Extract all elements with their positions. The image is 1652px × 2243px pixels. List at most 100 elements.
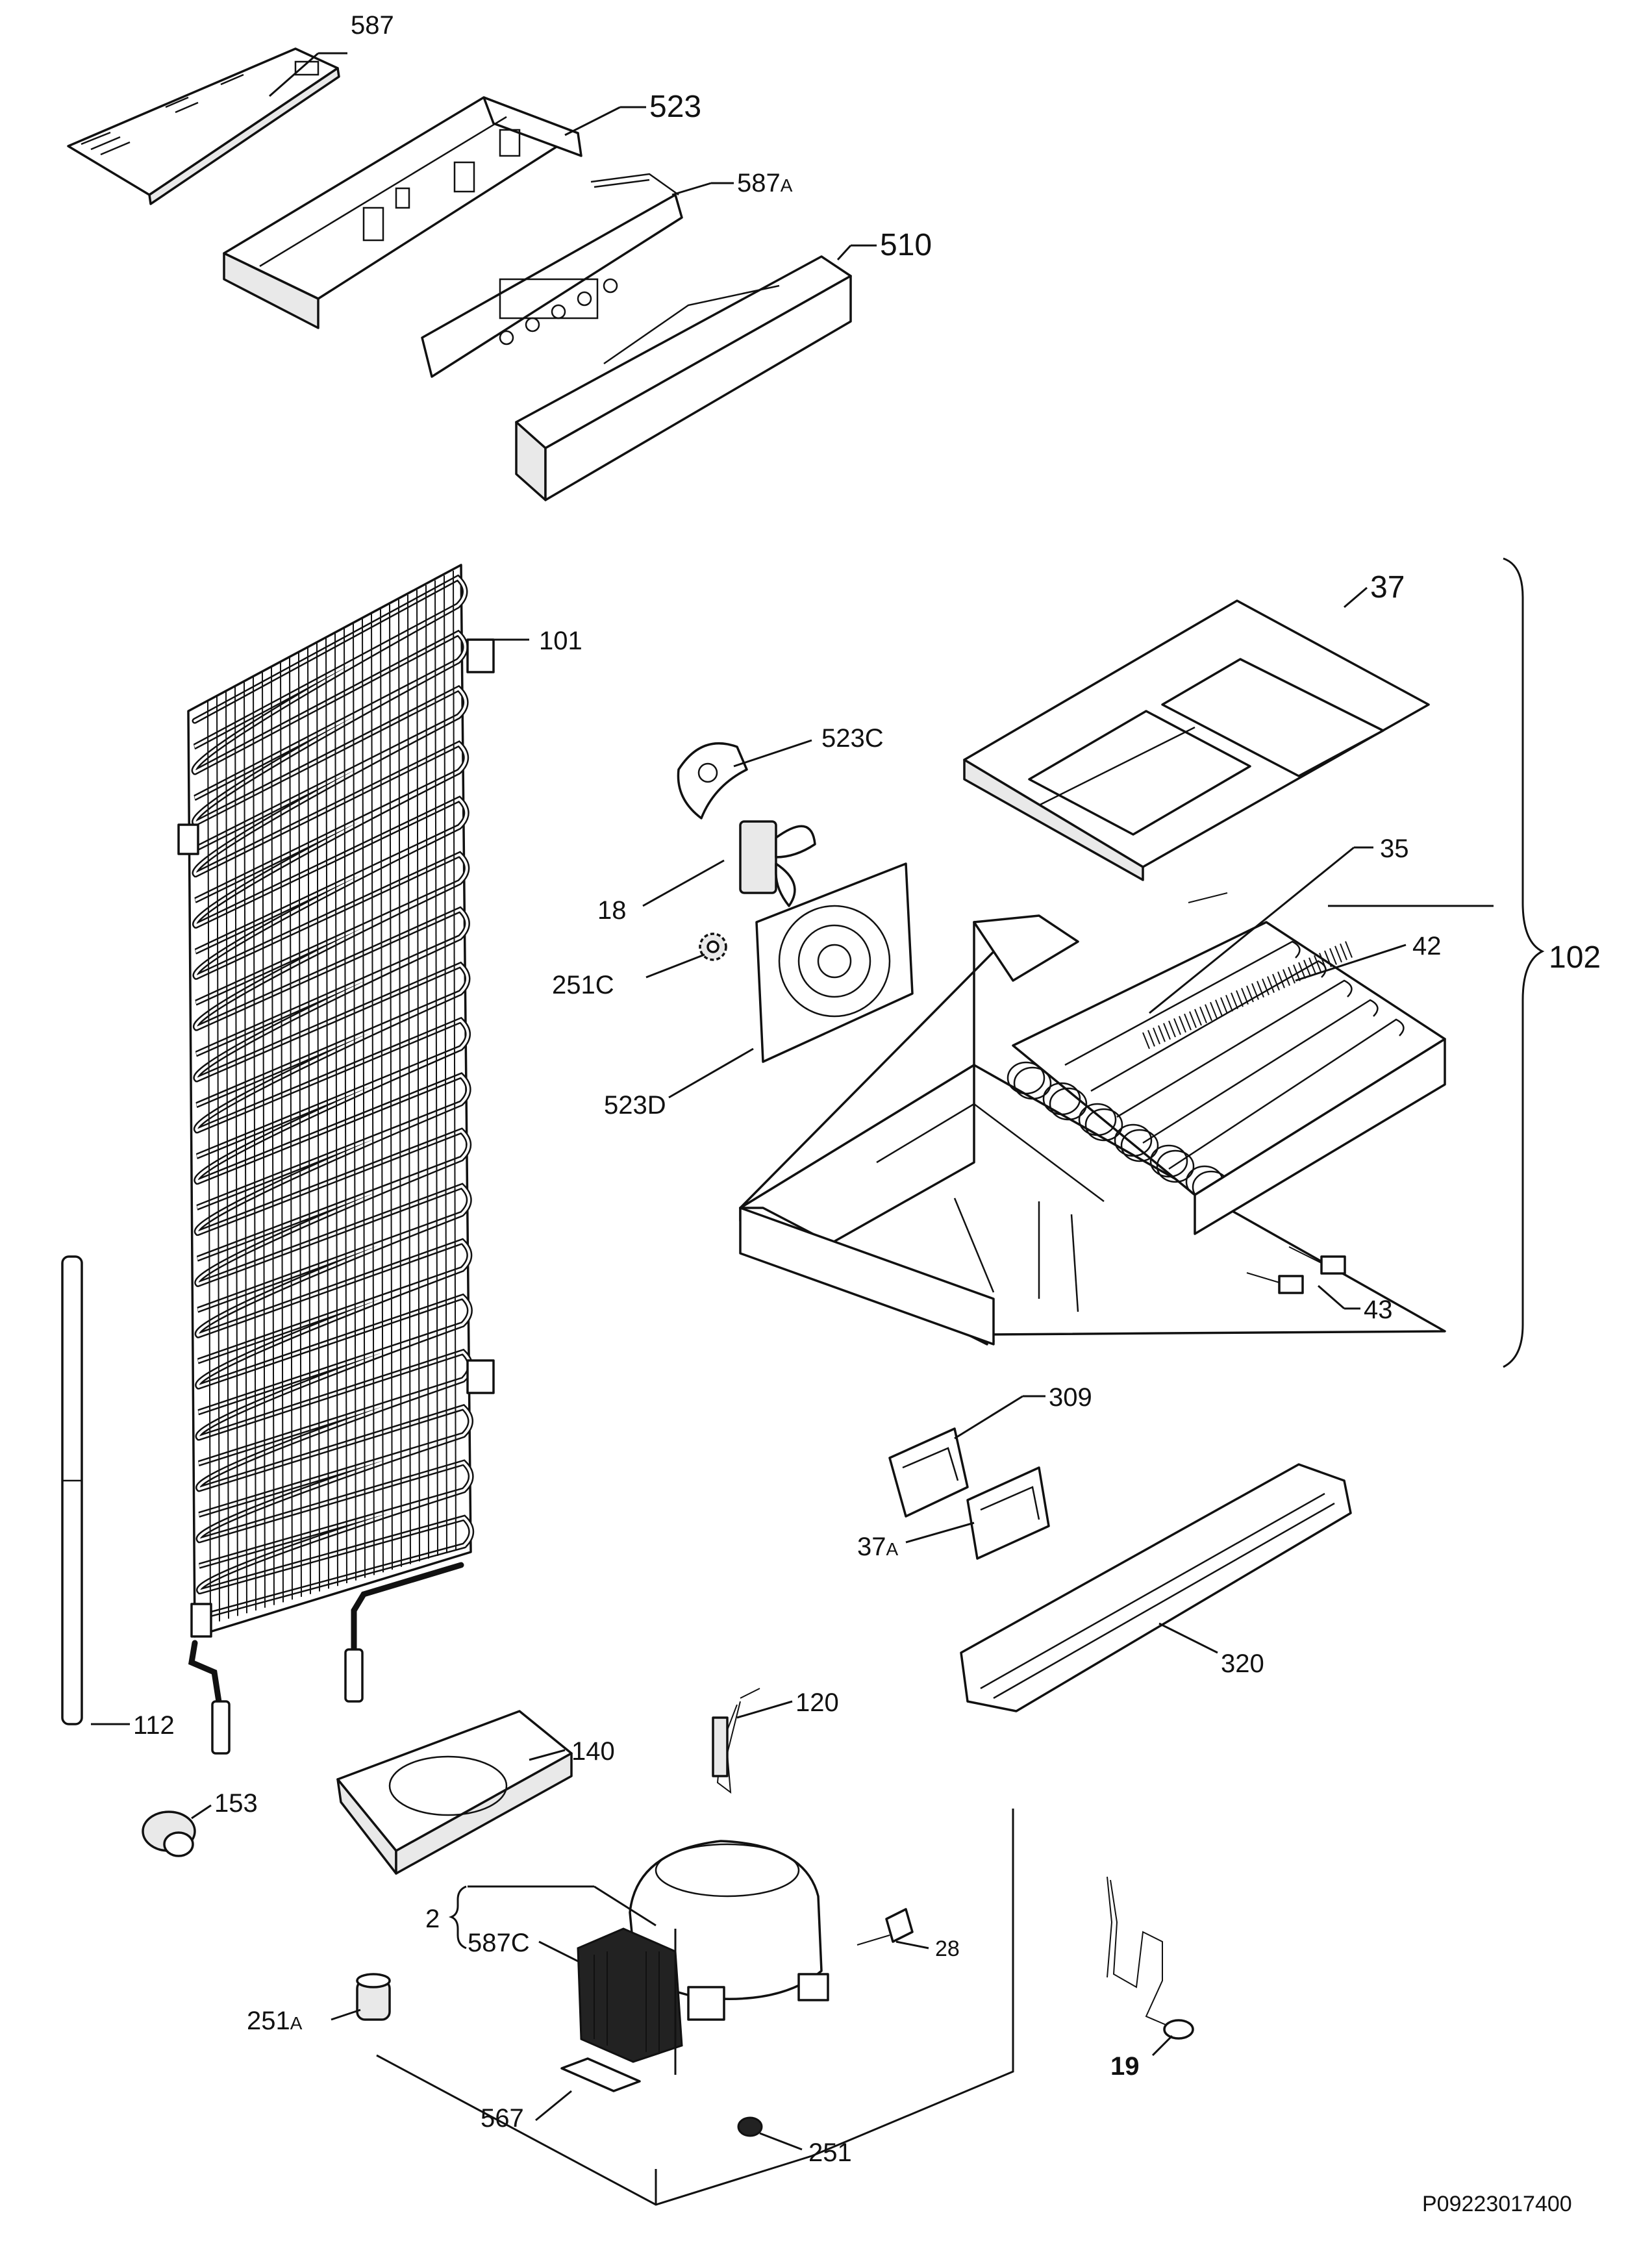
evaporator-fin (1225, 995, 1233, 1012)
label-309: 309 (1049, 1383, 1092, 1412)
evaporator-loop (1078, 1103, 1117, 1136)
evaporator-pipe (1064, 940, 1301, 1066)
evaporator-fin (1205, 1004, 1212, 1021)
evaporator-fin (1262, 978, 1270, 996)
label-37a-suffix: A (886, 1539, 899, 1559)
evaporator-fin (1288, 966, 1295, 984)
label-567: 567 (481, 2104, 524, 2133)
evaporator-fin (1220, 997, 1228, 1014)
part-28-bracket (857, 1908, 914, 1946)
label-28: 28 (935, 1936, 960, 1961)
part-510-cover (515, 255, 852, 501)
label-19: 19 (1110, 2052, 1140, 2081)
evaporator-fin (1319, 953, 1327, 970)
part-37-cover (963, 599, 1430, 881)
label-251c: 251C (552, 971, 614, 999)
part-18-fan-motor (739, 820, 816, 907)
part-251c-gear (699, 933, 727, 961)
condenser-wire (344, 628, 347, 1584)
condenser-wire (362, 618, 366, 1578)
part-120-sensor (712, 1688, 760, 1794)
evaporator-fin (1194, 1009, 1202, 1026)
label-37: 37 (1370, 570, 1405, 605)
evaporator-loop (1084, 1108, 1123, 1142)
label-112: 112 (133, 1711, 175, 1740)
condenser-wire (234, 686, 238, 1616)
evaporator-pipe (1116, 979, 1353, 1118)
evaporator-fin (1173, 1018, 1181, 1035)
evaporator-fin (1236, 990, 1244, 1007)
condenser-wire (216, 695, 220, 1622)
condenser-wire (425, 585, 429, 1559)
label-140: 140 (571, 1737, 615, 1766)
assembly-outline (376, 1809, 1014, 2206)
evaporator-fin (1246, 985, 1254, 1003)
part-labels: 587 523 587A 510 101 37 523C 35 18 42 10… (133, 11, 1601, 2216)
evaporator-fin (1303, 960, 1311, 977)
evaporator-loop (1120, 1129, 1159, 1162)
part-309-module (888, 1427, 969, 1518)
drawing-code: P09223017400 (1422, 2192, 1572, 2216)
part-523c-clip (677, 742, 748, 820)
evaporator-fin (1251, 983, 1259, 1000)
label-43: 43 (1364, 1296, 1393, 1324)
evaporator-fin (1241, 988, 1249, 1005)
label-37a: 37A (857, 1533, 899, 1561)
evaporator-loop (1114, 1123, 1153, 1157)
part-587a-display-board (421, 173, 683, 378)
condenser-wire (389, 604, 393, 1570)
condenser-wire (307, 647, 311, 1594)
condenser-wire (353, 623, 357, 1581)
evaporator-fin (1277, 971, 1285, 988)
evaporator-fin (1283, 969, 1290, 986)
label-523c: 523C (821, 724, 884, 753)
label-18: 18 (597, 896, 627, 925)
condenser-wire (298, 652, 302, 1598)
part-140-drip-tray (336, 1710, 573, 1875)
part-112-tube (61, 1255, 83, 1725)
evaporator-loop (1013, 1066, 1052, 1100)
part-567-plate (560, 2057, 641, 2092)
part-587c-relay (577, 1927, 683, 2063)
condenser-wire (271, 667, 275, 1605)
evaporator-loop (1156, 1149, 1195, 1183)
label-587c: 587C (468, 1929, 530, 1957)
evaporator-fin (1298, 962, 1306, 979)
evaporator-fin (1334, 946, 1342, 963)
evaporator-fin (1308, 957, 1316, 975)
condenser-wire (380, 609, 384, 1573)
evaporator-fin (1199, 1007, 1207, 1023)
part-320-handle (960, 1463, 1352, 1712)
label-251a: 251A (247, 2007, 303, 2035)
condenser-wire (416, 590, 420, 1562)
part-35-evaporator-box (739, 914, 1446, 1346)
condenser-wire (244, 681, 247, 1614)
evaporator-fin (1215, 999, 1223, 1016)
part-43-connectors (1246, 1246, 1346, 1294)
evaporator-fin (1329, 948, 1337, 965)
condenser-wire (444, 575, 447, 1553)
label-320: 320 (1221, 1649, 1264, 1678)
label-153: 153 (214, 1789, 258, 1818)
evaporator-fin (1158, 1025, 1166, 1042)
condenser-wire (371, 614, 375, 1575)
evaporator-fin (1153, 1027, 1160, 1045)
condenser-wire (453, 570, 457, 1551)
evaporator-fin (1267, 976, 1275, 993)
brace-102 (1503, 557, 1545, 1368)
label-2: 2 (425, 1905, 440, 1933)
evaporator-fin (1257, 981, 1264, 998)
label-101: 101 (539, 627, 582, 655)
evaporator-fin (1189, 1011, 1197, 1028)
leader-lines (91, 52, 1494, 2151)
label-587a-suffix: A (781, 175, 793, 195)
part-251-nut (737, 2116, 763, 2137)
part-587-control-board (67, 47, 340, 205)
condenser-wire (207, 701, 211, 1625)
evaporator-fin (1184, 1013, 1192, 1031)
part-523d-fan-cover (755, 862, 914, 1063)
condenser-wire (334, 633, 338, 1586)
label-35: 35 (1380, 834, 1409, 863)
evaporator-fin (1324, 950, 1332, 968)
